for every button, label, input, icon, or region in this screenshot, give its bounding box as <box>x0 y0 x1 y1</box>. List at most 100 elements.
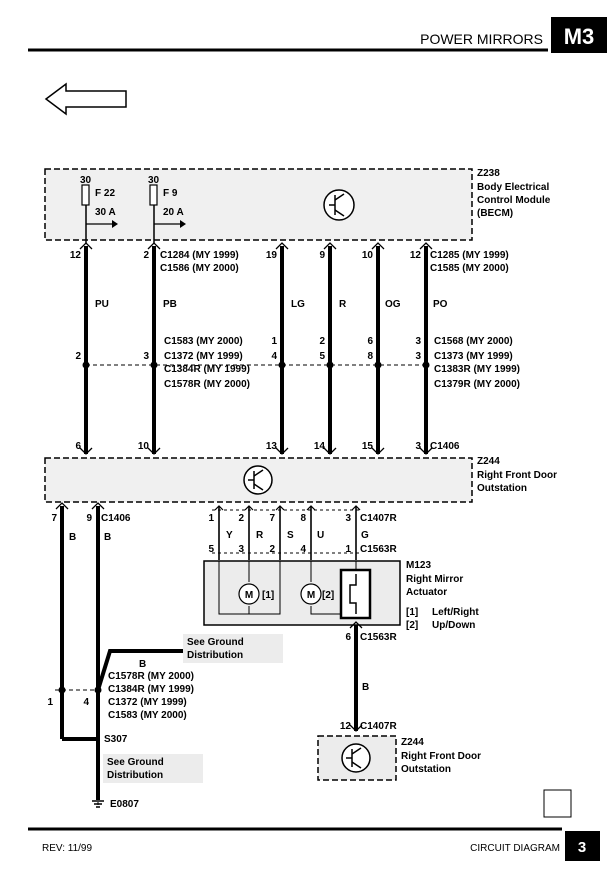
mid-pin-9: 8 <box>367 351 373 362</box>
door-outstation-2-pin-marker <box>349 724 363 732</box>
fuse-1-arrow-icon <box>112 220 118 228</box>
mid-pin-6: 3 <box>415 336 421 347</box>
fuse-1-name: F 22 <box>95 188 115 199</box>
wire-color-6: PO <box>433 299 448 310</box>
mid-conn-left-2: C1372 (MY 1999) <box>164 351 243 362</box>
act-wire-color-2: R <box>256 530 264 541</box>
act-upper-pin-1: 1 <box>208 513 214 524</box>
pin-top-2: 2 <box>143 250 149 261</box>
back-arrow-icon[interactable] <box>44 82 127 116</box>
act-upper-pin-4: 8 <box>300 513 306 524</box>
becm-box <box>44 168 473 241</box>
act-lower-pin-2: 3 <box>238 544 244 555</box>
door-outstation-name-2: Outstation <box>477 483 527 494</box>
ground-dot-1 <box>58 686 66 694</box>
bottom-pin-3: 13 <box>266 441 278 452</box>
bottom-pin-6: 3 <box>415 441 421 452</box>
ground-left-pin-2: 9 <box>86 513 92 524</box>
act-wire-color-1: Y <box>226 530 233 541</box>
becm-transistor-icon <box>323 189 355 221</box>
act-wire-color-4: U <box>317 530 324 541</box>
ground-pin-markers <box>55 502 105 510</box>
actuator-legend-tag-2: [2] <box>406 620 418 631</box>
actuator-internal-wiring <box>218 561 357 615</box>
ground-eyelet-label: E0807 <box>110 799 139 810</box>
mid-pin-3: 1 <box>271 336 277 347</box>
motor-1-tag: [1] <box>262 590 274 601</box>
actuator-legend-label-2: Up/Down <box>432 620 475 631</box>
wire-color-4: R <box>339 299 347 310</box>
note-checkbox[interactable] <box>543 789 572 818</box>
fuse-2-name: F 9 <box>163 188 178 199</box>
actuator-out-pin: 6 <box>345 632 351 643</box>
bottom-pin-4: 14 <box>314 441 326 452</box>
ground-pin-2: 4 <box>83 697 89 708</box>
section-code: M3 <box>564 24 595 49</box>
pin-top-3: 19 <box>266 250 278 261</box>
becm-conn-right-2: C1585 (MY 2000) <box>430 263 509 274</box>
mid-conn-left-4: C1578R (MY 2000) <box>164 379 250 390</box>
ground-left-color-2: B <box>104 532 111 543</box>
motor-2-tag: [2] <box>322 590 334 601</box>
door-outstation-2-code: Z244 <box>401 737 424 748</box>
mid-conn-left-1: C1583 (MY 2000) <box>164 336 243 347</box>
ground-conn-1: C1578R (MY 2000) <box>108 671 194 682</box>
mid-conn-right-3: C1383R (MY 1999) <box>434 364 520 375</box>
act-lower-pin-3: 2 <box>269 544 275 555</box>
pin-top-6: 12 <box>410 250 422 261</box>
pin-top-4: 9 <box>319 250 325 261</box>
page-title: POWER MIRRORS <box>420 31 543 47</box>
actuator-out-pin-marker <box>349 621 363 629</box>
ground-conn-4: C1583 (MY 2000) <box>108 710 187 721</box>
becm-conn-left-2: C1586 (MY 2000) <box>160 263 239 274</box>
wire-color-2: PB <box>163 299 177 310</box>
door-outstation-2-transistor-icon <box>341 743 371 773</box>
mid-pin-10: 3 <box>415 351 421 362</box>
ground-conn-3: C1372 (MY 1999) <box>108 697 187 708</box>
page-number: 3 <box>578 839 586 856</box>
act-wire-color-3: S <box>287 530 294 541</box>
act-upper-pin-5: 3 <box>345 513 351 524</box>
becm-conn-left-1: C1284 (MY 1999) <box>160 250 239 261</box>
ground-ref-top[interactable] <box>183 634 283 663</box>
fuse-2-rating: 20 A <box>163 207 184 218</box>
act-lower-pin-4: 4 <box>300 544 306 555</box>
act-upper-pin-3: 7 <box>269 513 275 524</box>
actuator-upper-pin-markers <box>214 505 361 511</box>
becm-name-2: Control Module <box>477 195 551 206</box>
mid-connector-dots <box>82 361 430 369</box>
motor-1-icon: M <box>238 583 260 605</box>
ground-left-conn: C1406 <box>101 513 131 524</box>
act-lower-conn: C1563R <box>360 544 397 555</box>
ground-wires <box>60 506 183 800</box>
mid-pin-2: 3 <box>143 351 149 362</box>
mid-conn-left-3: C1384R (MY 1999) <box>164 364 250 375</box>
actuator-out-conn: C1563R <box>360 632 397 643</box>
ground-ref-top-line-2: Distribution <box>187 650 243 661</box>
door-outstation-code: Z244 <box>477 456 500 467</box>
page-number-badge <box>565 831 600 861</box>
mid-pin-5: 6 <box>367 336 373 347</box>
fuse-2-arrow-icon <box>180 220 186 228</box>
ground-ref-bottom-line-1: See Ground <box>107 757 164 768</box>
fuse-2-icon <box>149 184 158 206</box>
act-upper-conn: C1407R <box>360 513 397 524</box>
becm-name-1: Body Electrical <box>477 182 549 193</box>
door-outstation-2-name-2: Outstation <box>401 764 451 775</box>
ground-pin-1: 1 <box>47 697 53 708</box>
door-outstation-2-conn: C1407R <box>360 721 397 732</box>
fuse-1-pin: 30 <box>80 175 92 186</box>
mid-conn-right-2: C1373 (MY 1999) <box>434 351 513 362</box>
act-wire-color-5: G <box>361 530 369 541</box>
actuator-legend-label-1: Left/Right <box>432 607 479 618</box>
mid-pin-7: 4 <box>271 351 277 362</box>
act-lower-pin-5: 1 <box>345 544 351 555</box>
door-outstation-2-name-1: Right Front Door <box>401 751 481 762</box>
door-outstation-2-pin: 12 <box>340 721 352 732</box>
ground-ref-bottom[interactable] <box>103 754 203 783</box>
fuse-2-pin: 30 <box>148 175 160 186</box>
motor-2-icon: M <box>300 583 322 605</box>
act-upper-pin-2: 2 <box>238 513 244 524</box>
becm-conn-right-1: C1285 (MY 1999) <box>430 250 509 261</box>
fuse-1-icon <box>81 184 90 206</box>
